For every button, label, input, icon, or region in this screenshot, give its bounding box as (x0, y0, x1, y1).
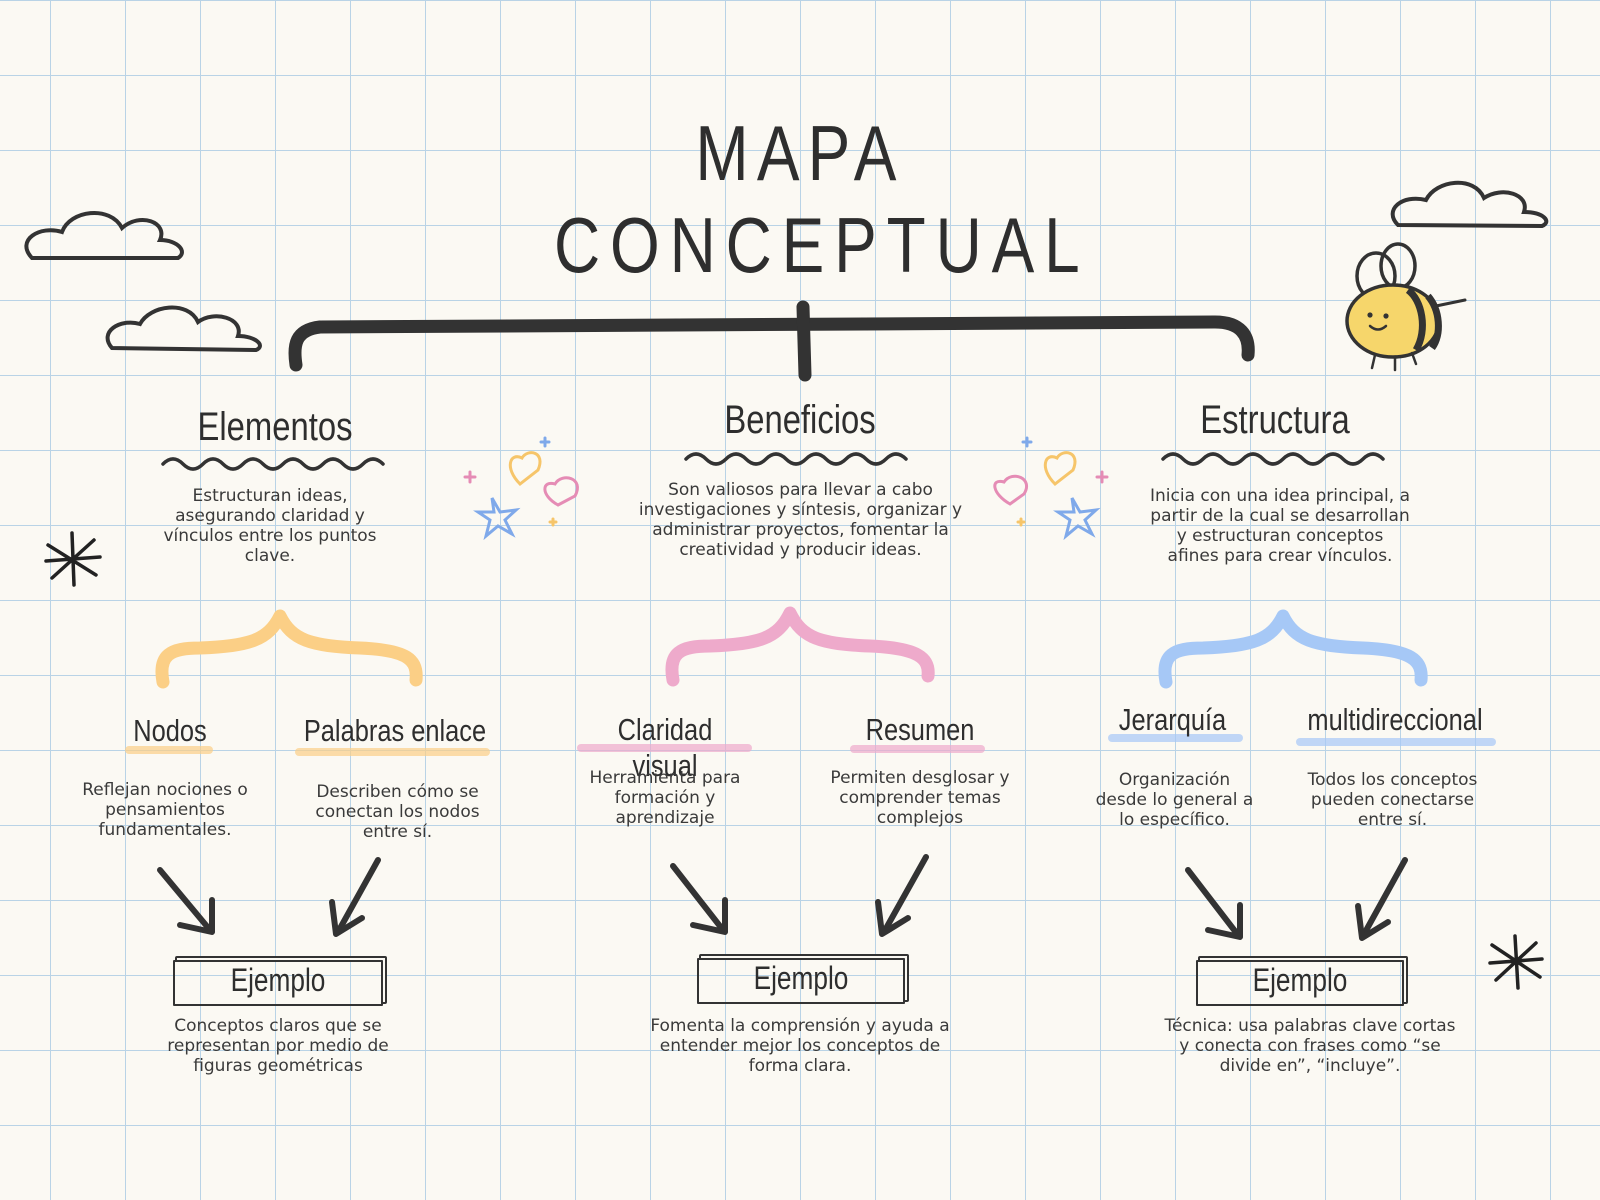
brace-blue (1158, 609, 1428, 689)
arrow-icon (157, 854, 1408, 941)
description-nodos: Reflejan nociones o pensamientos fundame… (82, 780, 248, 840)
section-description-beneficios: Son valiosos para llevar a cabo investig… (638, 480, 963, 560)
description-palabras-enlace: Describen cómo se conectan los nodos ent… (315, 782, 480, 842)
example-box-beneficios (697, 958, 905, 1004)
cloud-icon (105, 305, 262, 353)
page-title-line1: MAPA (695, 109, 905, 197)
cloud-icon (1390, 180, 1549, 229)
cloud-icon (24, 211, 184, 260)
section-heading-beneficios: Beneficios (724, 398, 876, 442)
example-text-elementos: Conceptos claros que se representan por … (167, 1016, 389, 1076)
highlight-claridad-visual (577, 744, 752, 752)
subheading-resumen: Resumen (865, 712, 975, 747)
section-description-elementos: Estructuran ideas, asegurando claridad y… (163, 486, 377, 566)
example-box-elementos (173, 960, 383, 1006)
bee-icon (1345, 242, 1467, 372)
highlight-palabras-enlace (295, 748, 490, 756)
example-text-beneficios: Fomenta la comprensión y ayuda a entende… (650, 1016, 950, 1076)
wavy-underline (161, 452, 1385, 471)
heart-icon (463, 436, 579, 541)
main-bracket (288, 300, 1255, 382)
subheading-jerarquia: Jerarquía (1118, 702, 1227, 737)
subheading-nodos: Nodos (133, 713, 207, 748)
subheading-multidireccional: multidireccional (1307, 702, 1483, 737)
section-heading-estructura: Estructura (1200, 398, 1350, 442)
highlight-jerarquia (1108, 734, 1243, 742)
asterisk-icon (1488, 934, 1544, 990)
highlight-nodos (125, 746, 213, 754)
brace-pink (665, 606, 935, 687)
subheading-palabras-enlace: Palabras enlace (303, 713, 487, 748)
section-heading-elementos: Elementos (197, 405, 353, 449)
page-title-line2: CONCEPTUAL (554, 201, 1090, 289)
heart-icon (993, 436, 1109, 541)
description-multidireccional: Todos los conceptos pueden conectarse en… (1307, 770, 1478, 830)
highlight-multidireccional (1296, 738, 1496, 746)
brace-orange (155, 609, 423, 689)
description-resumen: Permiten desglosar y comprender temas co… (830, 768, 1010, 828)
highlight-resumen (850, 745, 985, 753)
example-box-estructura (1196, 960, 1404, 1006)
asterisk-icon (44, 531, 102, 587)
example-label-beneficios: Ejemplo (753, 960, 849, 996)
example-label-elementos: Ejemplo (230, 962, 326, 998)
example-label-estructura: Ejemplo (1252, 962, 1348, 998)
example-text-estructura: Técnica: usa palabras clave cortas y con… (1164, 1016, 1456, 1076)
description-claridad-visual: Herramienta para formación y aprendizaje (589, 768, 741, 828)
description-jerarquia: Organización desde lo general a lo espec… (1095, 770, 1254, 830)
section-description-estructura: Inicia con una idea principal, a partir … (1150, 486, 1410, 566)
subheading-claridad-visual: Claridad visual (617, 712, 713, 783)
